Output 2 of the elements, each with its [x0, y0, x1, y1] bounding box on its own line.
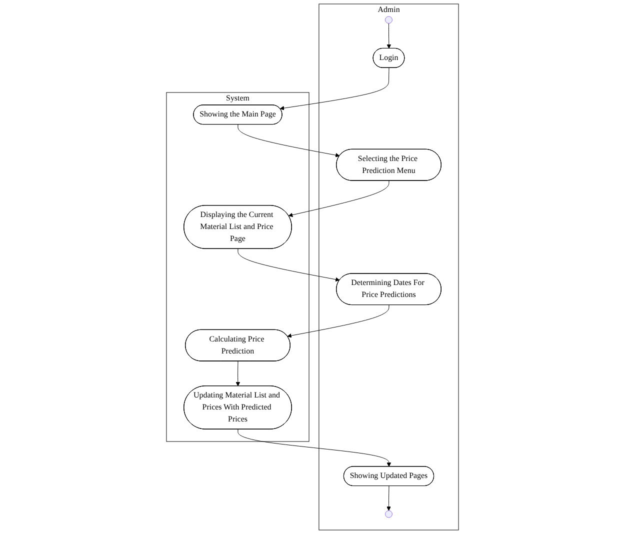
node-circle [385, 510, 392, 518]
node-circle [385, 16, 392, 24]
